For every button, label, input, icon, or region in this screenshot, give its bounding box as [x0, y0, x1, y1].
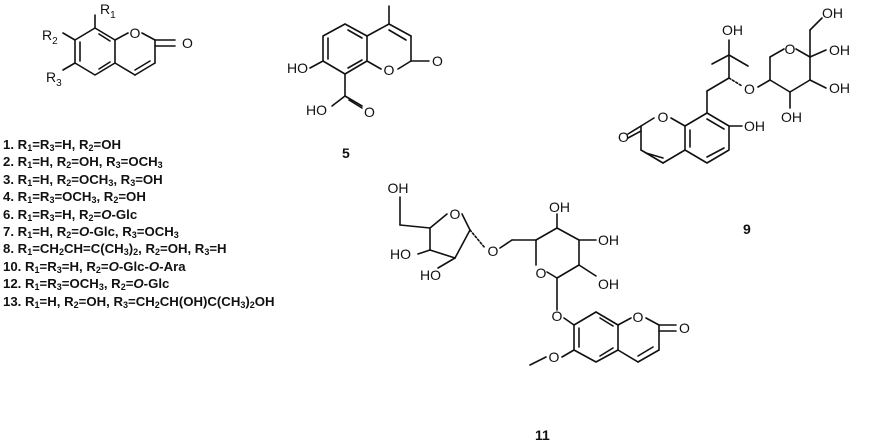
c11-methoxy-oxygen-label: O [549, 349, 560, 365]
legend-row: 10. R1=R3=H, R2=O-Glc-O-Ara [3, 258, 186, 275]
legend-row: 2. R1=H, R2=OH, R3=OCH3 [3, 154, 163, 171]
c11-apiose-ho2-label: HO [420, 267, 441, 283]
r2-label: R2 [42, 27, 58, 47]
c9-ch2oh-label: OH [822, 5, 843, 21]
c11-oh4-label: OH [549, 199, 570, 215]
c11-oh3-label: OH [598, 232, 619, 248]
compound-5-number: 5 [342, 145, 350, 161]
legend-row: 1. R1=R3=H, R2=OH [3, 137, 122, 153]
ring-oxygen-label: O [130, 25, 141, 41]
c5-carbonyl-oxygen-label: O [432, 53, 443, 69]
c9-ring-oxygen-label: O [658, 109, 669, 125]
compound-11-number: 11 [535, 427, 550, 443]
c9-oh4-label: OH [829, 42, 850, 58]
legend-row: 12. R1=R3=OCH3, R2=O-Glc [3, 276, 170, 293]
carbonyl-oxygen-label: O [182, 35, 193, 51]
c11-link-oxygen-label: O [488, 243, 499, 259]
compound-9-structure: O O OH OH O O OH OH OH OH 9 [618, 5, 850, 237]
legend-row: 13. R1=H, R2=OH, R3=CH2CH(OH)C(CH3)2OH [3, 293, 275, 310]
legend-row: 3. R1=H, R2=OCH3, R3=OH [3, 171, 163, 188]
c9-sugar-oxygen-label: O [785, 41, 796, 57]
c5-acid-oxygen-label: O [364, 104, 375, 120]
c11-carbonyl-oxygen-label: O [679, 320, 690, 336]
c11-ch2oh-label: OH [388, 180, 409, 196]
c11-apiose-ho-label: HO [390, 246, 411, 262]
legend-row: 4. R1=R3=OCH3, R2=OH [3, 189, 146, 206]
c9-carbonyl-oxygen-label: O [618, 129, 629, 145]
substituent-legend: 1. R1=R3=H, R2=OH 2. R1=H, R2=OH, R3=OCH… [3, 136, 275, 310]
c11-furanose-oxygen-label: O [450, 206, 461, 222]
compound-5-structure: O O HO O HO 5 [287, 5, 443, 161]
c9-phenol-label: OH [744, 118, 765, 134]
c11-glucose-oxygen-label: O [536, 265, 547, 281]
r3-label: R3 [46, 69, 62, 89]
legend-row: 7. R1=H, R2=O-Glc, R3=OCH3 [3, 224, 179, 241]
c9-oh2-label: OH [781, 109, 802, 125]
generic-coumarin-structure: O O R1 R2 R3 [42, 1, 193, 89]
c9-glycoside-oxygen-label: O [744, 81, 755, 97]
c9-tertiary-oh-label: OH [722, 22, 743, 38]
c9-oh3-label: OH [829, 80, 850, 96]
c11-glycoside-oxygen-label: O [552, 308, 563, 324]
compound-11-structure: OH O HO HO O O OH OH OH O O O O 11 [388, 180, 691, 443]
legend-row: 6. R1=R3=H, R2=O-Glc [3, 206, 138, 223]
legend-row: 8. R1=CH2CH=C(CH3)2, R2=OH, R3=H [3, 241, 227, 258]
c5-acid-hydroxyl-label: HO [306, 102, 327, 118]
r1-label: R1 [100, 1, 116, 21]
c5-ring-oxygen-label: O [384, 62, 395, 78]
c11-oh2-label: OH [598, 276, 619, 292]
c5-hydroxyl-label: HO [287, 60, 308, 76]
compound-9-number: 9 [743, 221, 751, 237]
c11-ring-oxygen-label: O [633, 309, 644, 325]
